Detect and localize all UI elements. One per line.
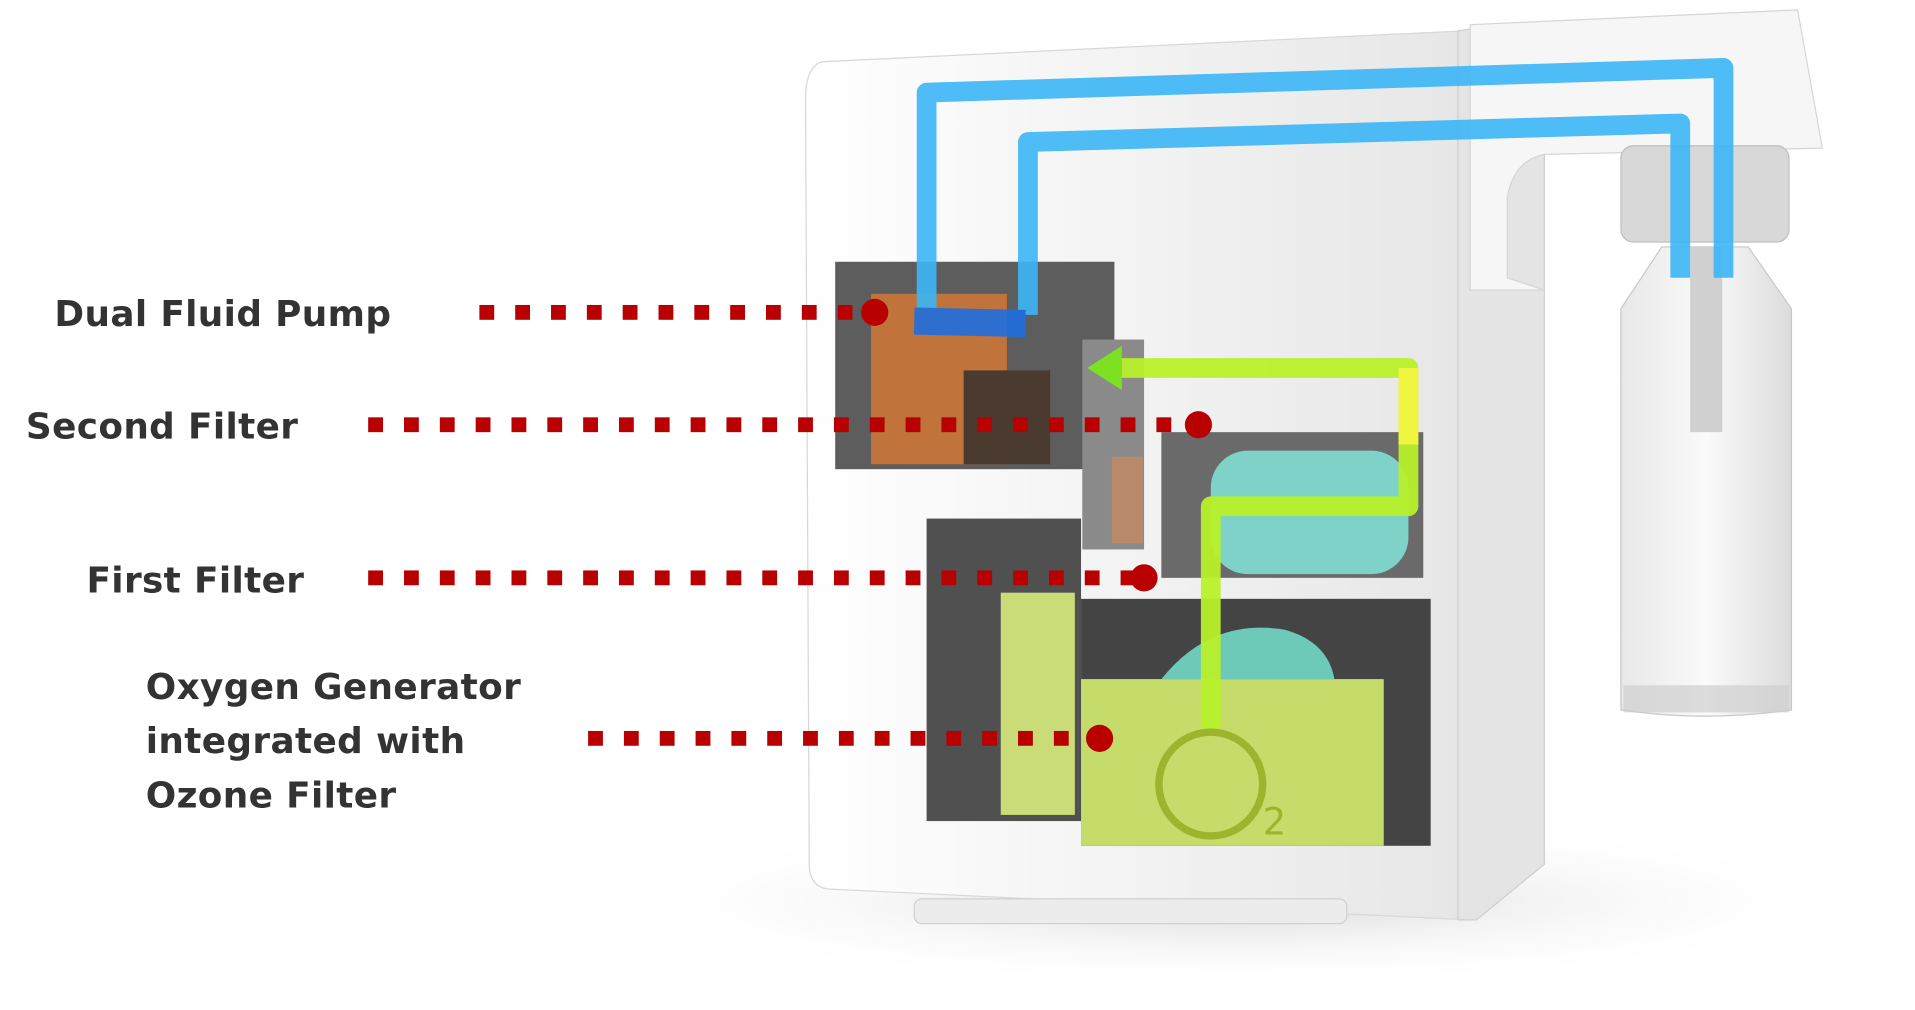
leader-dash-second-filter [977,417,993,433]
leader-dash-second-filter [439,417,455,433]
leader-dash-pump [658,304,674,320]
leader-dash-oxygen-generator [910,730,926,746]
leader-dash-second-filter [690,417,706,433]
leader-dash-pump [479,304,495,320]
label-second-filter: Second Filter [26,406,298,447]
leader-dash-first-filter [618,570,634,586]
leader-dash-first-filter [762,570,778,586]
label-oxygen-generator-line3: Ozone Filter [146,776,397,817]
leader-dash-second-filter [404,417,419,433]
leader-dash-second-filter [762,417,778,433]
leader-dash-pump [837,304,853,320]
label-first-filter: First Filter [86,561,304,602]
leader-dash-oxygen-generator [731,730,747,746]
leader-dash-pump [694,304,710,320]
leader-endpoint-pump [861,298,889,326]
leader-dash-first-filter [1048,570,1064,586]
leader-dash-second-filter [618,417,634,433]
leader-dash-second-filter [833,417,849,433]
leader-dash-second-filter [654,417,670,433]
leader-dash-first-filter [368,570,383,586]
leader-dash-first-filter [511,570,527,586]
leader-dash-first-filter [475,570,491,586]
leader-dash-second-filter [905,417,921,433]
leader-dash-oxygen-generator [982,730,998,746]
oxygen-pipes [1087,345,1419,729]
leader-dash-oxygen-generator [695,730,711,746]
label-oxygen-generator-line1: Oxygen Generator [146,667,521,708]
leader-lines [368,298,1213,752]
leader-dash-second-filter [1084,417,1100,433]
leader-dash-oxygen-generator [588,730,603,746]
leader-dash-pump [586,304,602,320]
leader-dash-first-filter [690,570,706,586]
leader-dash-oxygen-generator [838,730,854,746]
leader-dash-second-filter [798,417,813,433]
leader-dash-second-filter [726,417,742,433]
leader-dash-oxygen-generator [946,730,962,746]
leader-dash-second-filter [1156,417,1172,433]
leader-endpoint-oxygen-generator [1085,724,1114,752]
leader-dash-first-filter [547,570,563,586]
leader-dash-second-filter [1013,417,1028,433]
leader-dash-pump [515,304,531,320]
leader-dash-pump [622,304,638,320]
leader-dash-first-filter [726,570,742,586]
leader-dash-pump [551,304,566,320]
label-oxygen-generator-line2: integrated with [146,721,466,762]
leader-dash-first-filter [1013,570,1028,586]
label-dual-fluid-pump: Dual Fluid Pump [54,294,391,335]
leader-dash-first-filter [439,570,455,586]
o2-mark: 2 [1263,801,1287,844]
oxygen-generator [1081,679,1384,846]
leader-dash-first-filter [654,570,670,586]
leader-dash-oxygen-generator [803,730,818,746]
bottle [1620,246,1793,717]
leader-dash-pump [801,304,817,320]
leader-dash-first-filter [941,570,957,586]
leader-endpoint-first-filter [1130,564,1158,592]
leader-dash-second-filter [869,417,885,433]
leader-dash-oxygen-generator [767,730,783,746]
leader-dash-oxygen-generator [1018,730,1033,746]
leader-dash-second-filter [475,417,491,433]
leader-dash-first-filter [404,570,419,586]
leader-dash-oxygen-generator [1053,730,1069,746]
leader-dash-oxygen-generator [874,730,890,746]
leader-dash-first-filter [977,570,993,586]
leader-dash-first-filter [869,570,885,586]
leader-dash-second-filter [1048,417,1064,433]
leader-dash-second-filter [583,417,598,433]
leader-dash-first-filter [583,570,598,586]
leader-dash-oxygen-generator [659,730,675,746]
leader-endpoint-second-filter [1184,411,1213,439]
water-pipes [913,58,1734,338]
leader-dash-second-filter [547,417,563,433]
leader-dash-first-filter [798,570,813,586]
leader-dash-first-filter [905,570,921,586]
leader-dash-second-filter [941,417,957,433]
leader-dash-second-filter [511,417,527,433]
leader-dash-first-filter [1084,570,1100,586]
leader-dash-second-filter [1120,417,1136,433]
leader-dash-oxygen-generator [623,730,639,746]
leader-dash-pump [730,304,745,320]
leader-dash-first-filter [833,570,849,586]
leader-dash-pump [766,304,781,320]
leader-dash-second-filter [368,417,383,433]
